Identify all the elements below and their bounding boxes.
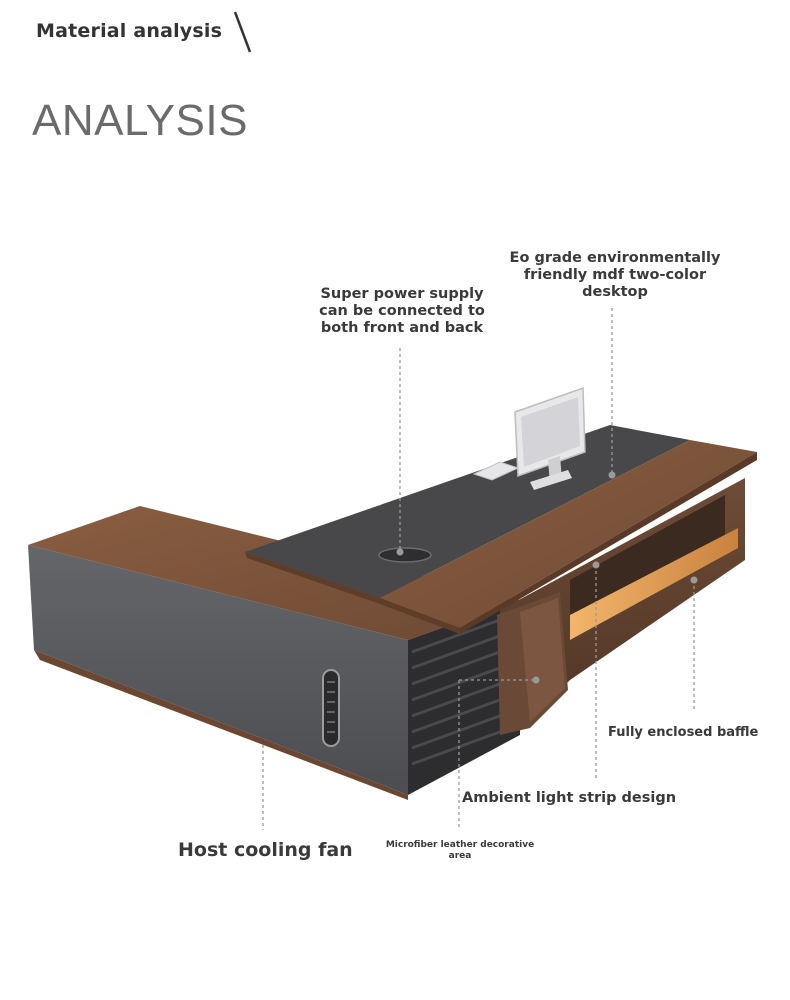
callout-dot-power bbox=[396, 548, 404, 556]
slash-divider-icon bbox=[233, 11, 252, 53]
monitor-icon bbox=[514, 386, 586, 490]
keyboard-icon bbox=[472, 461, 520, 481]
callout-dot-baffle bbox=[690, 576, 698, 584]
power-grommet bbox=[378, 547, 432, 563]
callout-cooling-fan: Host cooling fan bbox=[178, 839, 353, 861]
leather-desktop bbox=[245, 425, 690, 598]
light-strip bbox=[570, 528, 738, 640]
callout-dot-desktop bbox=[608, 471, 616, 479]
header-title: Material analysis bbox=[36, 20, 223, 42]
callout-light-strip: Ambient light strip design bbox=[462, 790, 677, 806]
callout-power-supply: Super power supply can be connected to b… bbox=[319, 286, 485, 336]
vent-slot bbox=[322, 669, 340, 747]
side-return-front-panel bbox=[28, 545, 408, 795]
light-shelf bbox=[570, 495, 725, 620]
callout-leather: Microfiber leather decorative area bbox=[385, 840, 535, 861]
section-title: ANALYSIS bbox=[32, 96, 248, 145]
callout-dot-leather bbox=[532, 676, 540, 684]
callout-baffle: Fully enclosed baffle bbox=[608, 725, 759, 740]
callout-dot-light bbox=[592, 561, 600, 569]
callout-desktop: Eo grade environmentally friendly mdf tw… bbox=[509, 250, 721, 300]
wood-desktop bbox=[380, 440, 757, 628]
